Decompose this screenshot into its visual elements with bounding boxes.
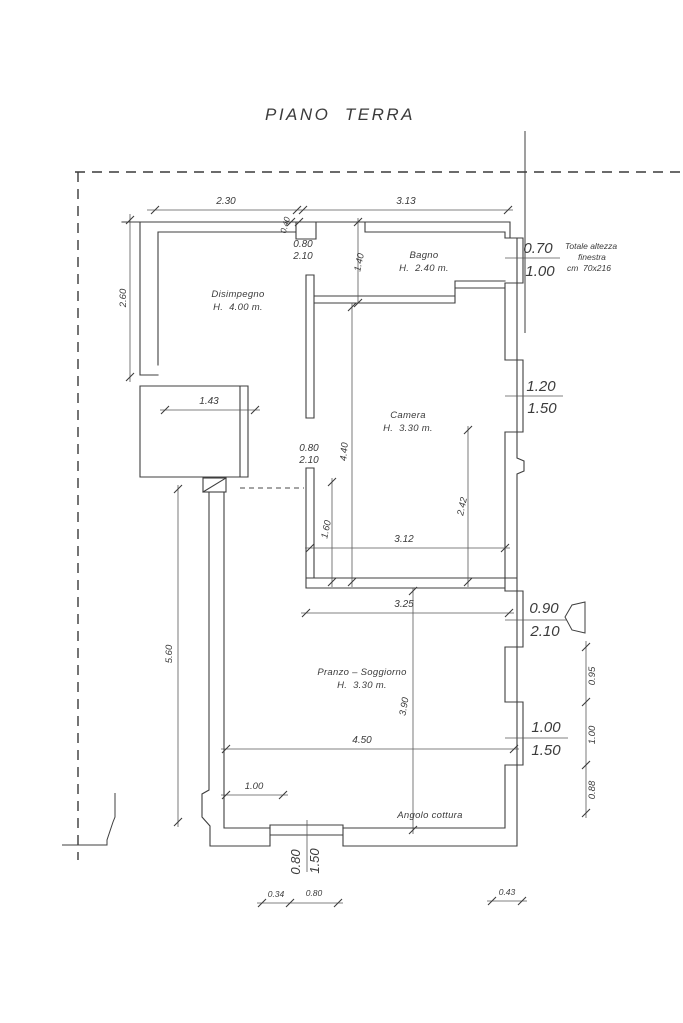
page-title: PIANO TERRA	[265, 105, 415, 124]
tick-marks	[125, 205, 591, 908]
pranzo-window-height: 1.50	[531, 742, 561, 759]
room-label-bagno: Bagno	[410, 250, 439, 261]
pranzo-window	[504, 701, 524, 766]
dim-camera-inner-right: 2.42	[455, 496, 470, 518]
wall-end-cap	[202, 477, 227, 493]
room-label-angolo-cottura: Angolo cottura	[396, 810, 462, 821]
door-top-width: 0.80	[293, 239, 313, 250]
room-label-pranzo: Pranzo – Soggiorno	[317, 667, 406, 678]
walls	[121, 221, 525, 847]
dim-bagno-depth: 1.40	[352, 252, 367, 273]
camera-window	[504, 359, 524, 433]
dim-bottom-a: 0.34	[268, 889, 285, 899]
entrance-door-width: 0.90	[529, 600, 559, 617]
room-height-disimpegno: H. 4.00 m.	[213, 302, 263, 313]
bagno-window	[504, 237, 524, 284]
room-height-pranzo: H. 3.30 m.	[337, 680, 387, 691]
bottom-window-width: 0.80	[288, 849, 303, 875]
bottom-window-height: 1.50	[307, 848, 322, 874]
dim-bottom-b: 0.80	[306, 888, 323, 898]
entrance-direction-arrow	[564, 601, 586, 634]
dim-right-upper: 0.95	[587, 666, 598, 685]
dimension-lines	[125, 205, 591, 908]
entrance-door-height: 2.10	[529, 623, 560, 640]
window-note-1: Totale altezza	[565, 241, 617, 251]
dim-pranzo-top: 3.25	[394, 599, 414, 610]
dim-right-middle: 1.00	[587, 725, 598, 744]
dim-pranzo-length: 3.90	[398, 696, 412, 717]
labels: 2.30 3.13 0.40 0.80 2.10 Bagno H. 2.40 m…	[118, 196, 617, 899]
camera-window-width: 1.20	[526, 378, 556, 395]
dim-niche: 0.40	[278, 215, 292, 234]
door-camera-width: 0.80	[299, 443, 319, 454]
dim-top-right: 3.13	[396, 196, 416, 207]
dim-pranzo-left: 1.00	[245, 781, 264, 792]
bagno-window-width: 0.70	[523, 240, 553, 257]
bottom-window	[269, 824, 344, 847]
camera-window-height: 1.50	[527, 400, 557, 417]
room-height-camera: H. 3.30 m.	[383, 423, 433, 434]
boundary-lines	[62, 131, 683, 860]
dim-left-lower: 5.60	[164, 644, 175, 663]
door-camera-height: 2.10	[298, 455, 319, 466]
room-height-bagno: H. 2.40 m.	[399, 263, 449, 274]
room-label-disimpegno: Disimpegno	[211, 289, 264, 300]
window-note-3: cm 70x216	[567, 263, 611, 273]
windows	[269, 237, 586, 872]
dim-right-lower: 0.88	[587, 780, 598, 799]
pranzo-window-width: 1.00	[531, 719, 561, 736]
dim-camera-length: 4.40	[338, 441, 351, 461]
window-note-2: finestra	[578, 252, 606, 262]
dim-alcove: 1.43	[199, 396, 219, 407]
door-top-height: 2.10	[292, 251, 313, 262]
entrance-door	[504, 590, 524, 648]
room-label-camera: Camera	[390, 410, 426, 421]
dim-bottom-right: 0.43	[499, 887, 516, 897]
dim-top-left: 2.30	[215, 196, 236, 207]
dim-camera-width: 3.12	[394, 534, 414, 545]
dim-left-upper: 2.60	[118, 288, 129, 308]
dim-camera-inner-left: 1.60	[319, 519, 334, 540]
bagno-window-height: 1.00	[525, 263, 555, 280]
dim-pranzo-width: 4.50	[352, 735, 372, 746]
